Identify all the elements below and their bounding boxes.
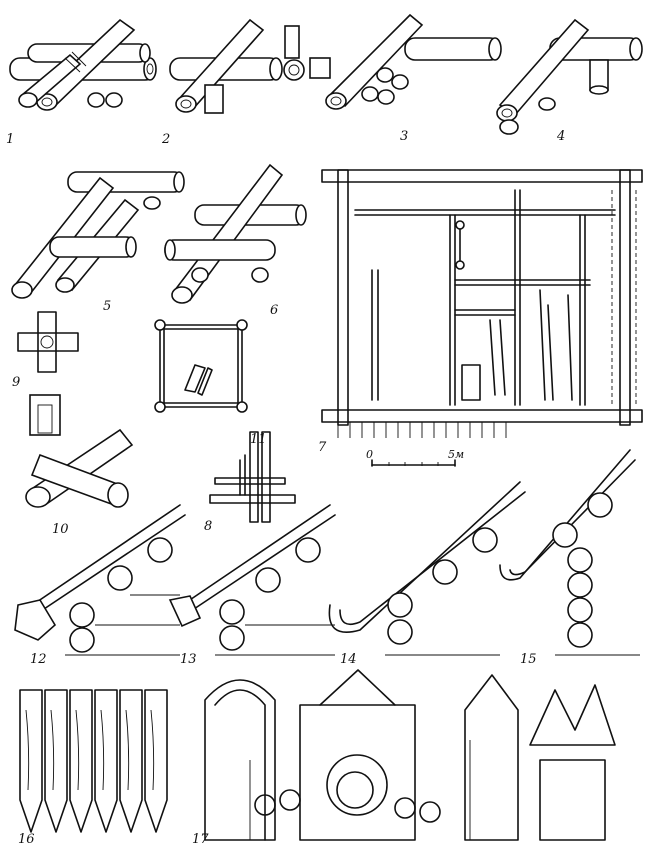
label-fig-14: 14 bbox=[340, 652, 357, 667]
fig-17-miniature bbox=[204, 669, 616, 841]
label-fig-3: 3 bbox=[400, 129, 408, 144]
scale-start-label: 0 bbox=[366, 448, 373, 461]
label-fig-11: 11 bbox=[250, 432, 267, 447]
label-fig-9: 9 bbox=[12, 375, 20, 390]
label-fig-8: 8 bbox=[204, 519, 212, 534]
fig-15-roof-section bbox=[499, 449, 640, 656]
fig-10-log-joint bbox=[25, 394, 134, 508]
fig-4-log-joint bbox=[496, 18, 643, 135]
label-fig-10: 10 bbox=[52, 522, 69, 537]
fig-2-log-joint bbox=[169, 18, 331, 114]
label-fig-15: 15 bbox=[520, 652, 537, 667]
fig-14-roof-section bbox=[328, 481, 526, 656]
label-fig-13: 13 bbox=[180, 652, 197, 667]
fig-3-log-joint bbox=[325, 13, 502, 110]
fig-13-roof-section bbox=[168, 504, 336, 656]
fig-16-carved-planks bbox=[19, 689, 168, 833]
label-fig-17: 17 bbox=[192, 832, 209, 847]
fig-7-building-plan bbox=[321, 169, 643, 438]
fig-9-cross-joint bbox=[17, 311, 79, 373]
label-fig-4: 4 bbox=[556, 129, 565, 144]
fig-6-log-joint bbox=[164, 163, 307, 304]
label-fig-6: 6 bbox=[270, 303, 278, 318]
scale-end-label: 5м bbox=[448, 448, 464, 461]
label-fig-12: 12 bbox=[30, 652, 47, 667]
label-fig-2: 2 bbox=[161, 132, 170, 147]
fig-12-roof-section bbox=[14, 504, 186, 656]
label-fig-1: 1 bbox=[6, 132, 14, 147]
fig-5-log-joint bbox=[11, 171, 185, 299]
fig-11-frame bbox=[154, 319, 248, 413]
scale-bar: 0 5м bbox=[366, 448, 464, 467]
label-fig-16: 16 bbox=[18, 832, 35, 847]
fig-1-log-joint bbox=[9, 18, 157, 111]
label-fig-5: 5 bbox=[103, 299, 111, 314]
label-fig-7: 7 bbox=[318, 440, 327, 455]
fig-8-detail bbox=[209, 431, 296, 523]
